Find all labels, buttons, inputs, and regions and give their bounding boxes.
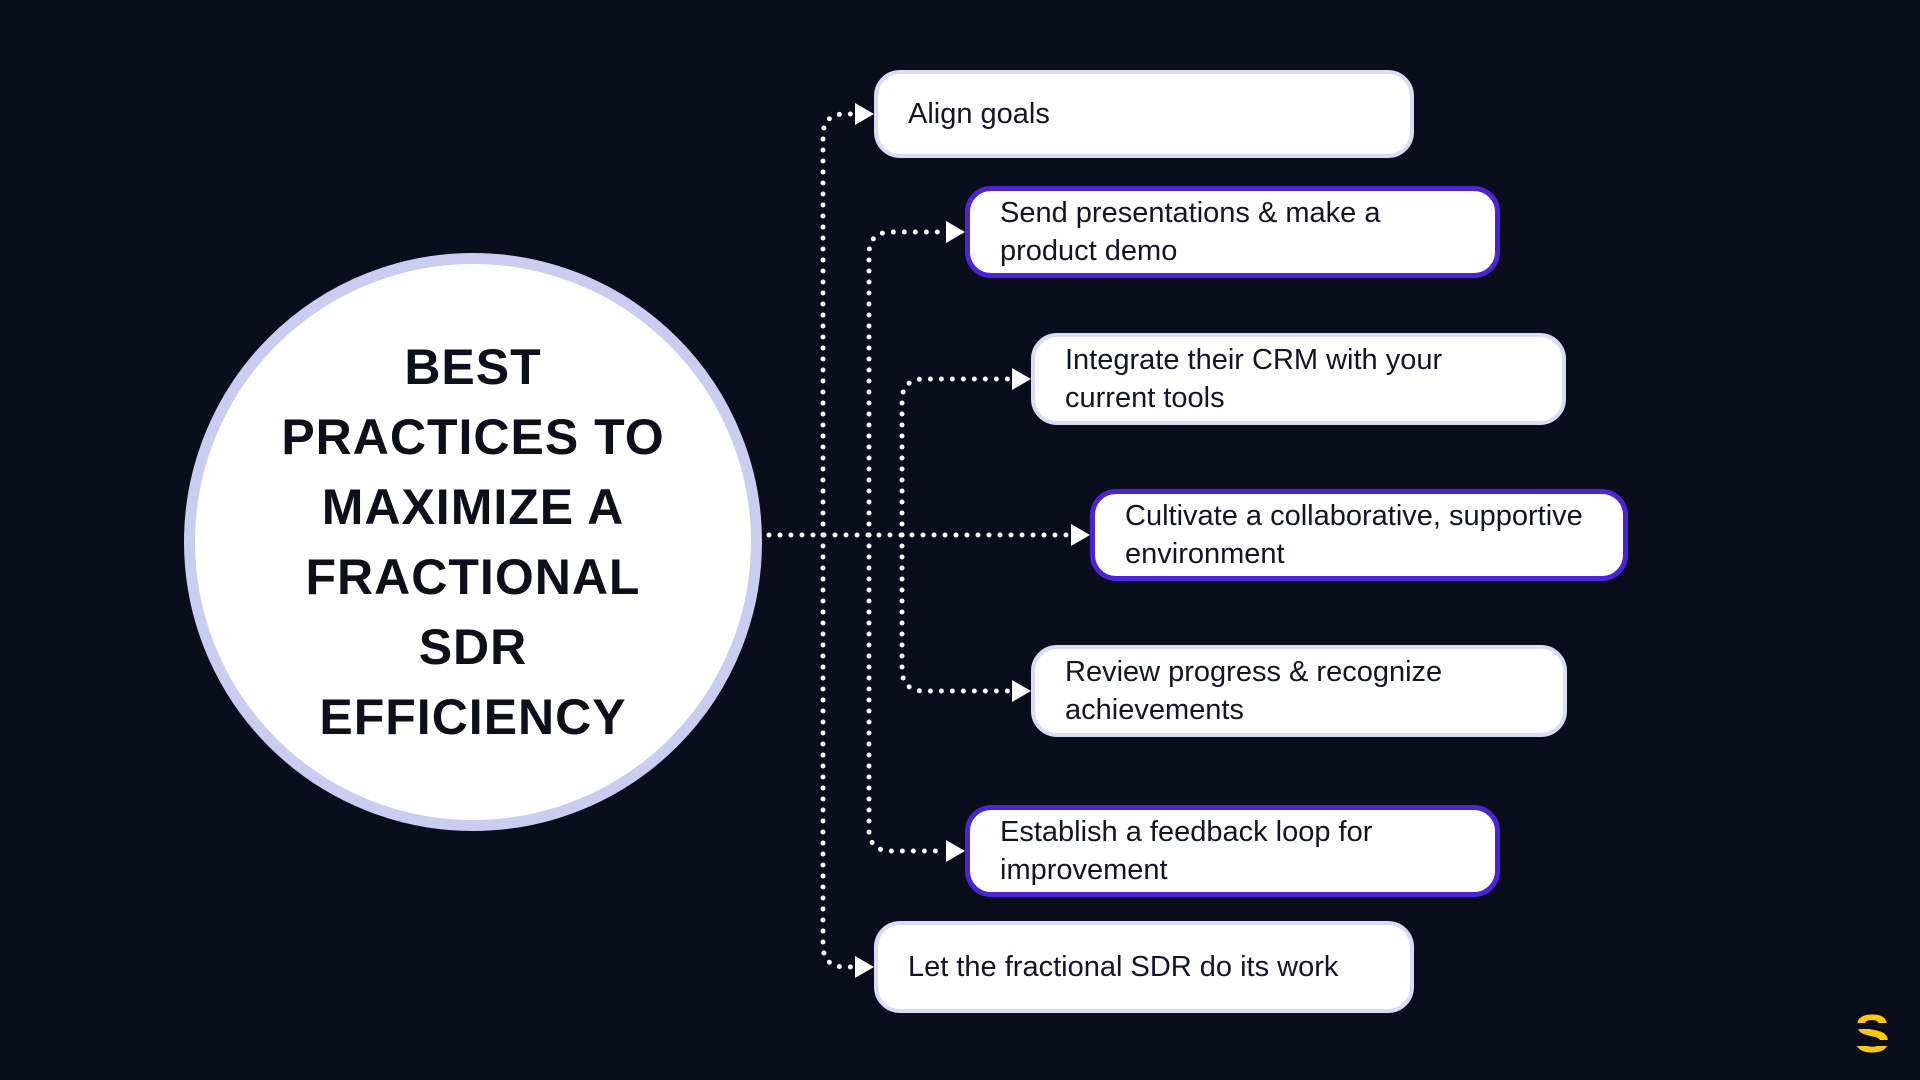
arrowhead-node-1 [855, 103, 874, 125]
title-line: BEST [404, 339, 542, 395]
node-label: Let the fractional SDR do its work [908, 950, 1339, 983]
central-topic: BEST PRACTICES TO MAXIMIZE A FRACTIONAL … [184, 253, 762, 831]
node-label: Establish a feedback loop for improvemen… [1000, 815, 1373, 886]
node-label: Cultivate a collaborative, supportive en… [1125, 499, 1583, 570]
arrowhead-node-3 [1012, 368, 1031, 390]
node-integrate-crm: Integrate their CRM with your current to… [1031, 333, 1566, 425]
arrowhead-node-6 [946, 840, 965, 862]
node-align-goals: Align goals [874, 70, 1414, 158]
connector-branch-up-3 [899, 376, 1012, 538]
connector-branch-down-6 [866, 532, 946, 854]
node-label: Review progress & recognize achievements [1065, 655, 1443, 726]
brand-logo-glyph: S [1853, 1008, 1891, 1060]
title-line: MAXIMIZE A [321, 479, 625, 535]
node-cultivate-environment: Cultivate a collaborative, supportive en… [1090, 489, 1628, 581]
arrowhead-node-5 [1012, 680, 1031, 702]
central-topic-title: BEST PRACTICES TO MAXIMIZE A FRACTIONAL … [281, 332, 664, 752]
arrowhead-node-7 [855, 956, 874, 978]
connector-branch-up-1 [820, 111, 855, 538]
connector-branch-up-2 [866, 229, 946, 538]
connector-branch-down-7 [820, 532, 855, 970]
node-feedback-loop: Establish a feedback loop for improvemen… [965, 805, 1500, 897]
arrowhead-node-4 [1071, 524, 1090, 546]
title-line: EFFICIENCY [319, 689, 627, 745]
node-let-sdr-work: Let the fractional SDR do its work [874, 921, 1414, 1013]
node-label: Integrate their CRM with your current to… [1065, 343, 1443, 414]
brand-logo: S [1850, 1008, 1894, 1060]
arrowhead-node-2 [946, 221, 965, 243]
title-line: FRACTIONAL [305, 549, 641, 605]
title-line: SDR [418, 619, 528, 675]
logo-stripe [1850, 1023, 1894, 1029]
node-label: Align goals [908, 97, 1050, 130]
node-send-presentations: Send presentations & make a product demo [965, 186, 1500, 278]
logo-stripe [1850, 1040, 1894, 1046]
title-line: PRACTICES TO [281, 409, 665, 465]
connector-branch-down-5 [899, 532, 1012, 694]
node-review-progress: Review progress & recognize achievements [1031, 645, 1567, 737]
node-label: Send presentations & make a product demo [1000, 196, 1381, 267]
